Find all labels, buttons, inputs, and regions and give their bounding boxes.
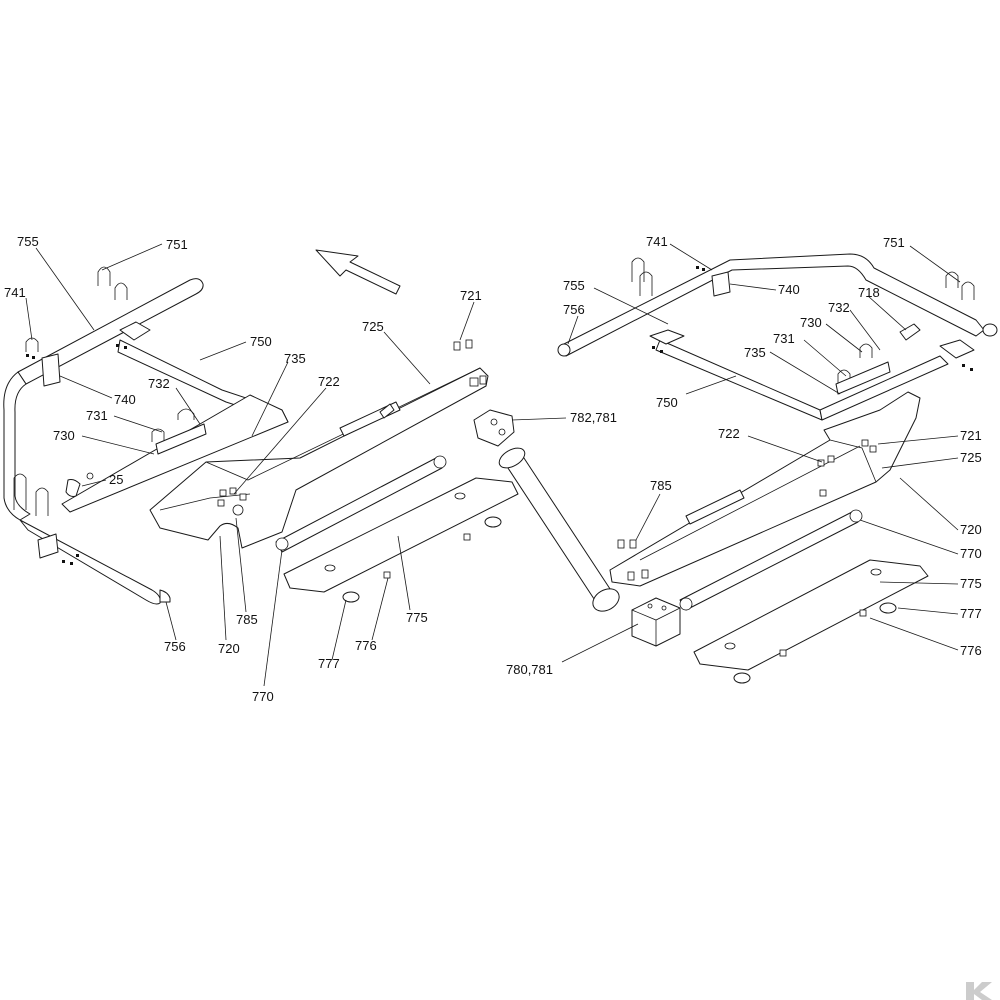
label-775-right: 775 bbox=[960, 576, 982, 591]
brand-logo-icon bbox=[966, 982, 992, 1000]
label-740-right: 740 bbox=[778, 282, 800, 297]
label-735-right: 735 bbox=[744, 345, 766, 360]
label-782-781: 782,781 bbox=[570, 410, 617, 425]
right-frame-tube bbox=[557, 253, 998, 357]
label-725-left: 725 bbox=[362, 319, 384, 334]
label-732-right: 732 bbox=[828, 300, 850, 315]
label-725-right: 725 bbox=[960, 450, 982, 465]
right-brackets bbox=[711, 271, 921, 395]
right-knife-plate-775 bbox=[693, 559, 929, 684]
label-731-right: 731 bbox=[773, 331, 795, 346]
label-735-left: 735 bbox=[284, 351, 306, 366]
label-718: 718 bbox=[858, 285, 880, 300]
left-drive-shaft-770 bbox=[275, 455, 447, 553]
left-knife-plate-775 bbox=[283, 477, 519, 603]
leader-lines bbox=[25, 243, 961, 687]
right-hardware bbox=[652, 266, 973, 371]
label-751-right: 751 bbox=[883, 235, 905, 250]
center-pto-shaft bbox=[498, 447, 620, 612]
label-722-right: 722 bbox=[718, 426, 740, 441]
label-777-left: 777 bbox=[318, 656, 340, 671]
label-755-right: 755 bbox=[563, 278, 585, 293]
label-720-right: 720 bbox=[960, 522, 982, 537]
label-740-left: 740 bbox=[114, 392, 136, 407]
label-785-right: 785 bbox=[650, 478, 672, 493]
label-756-right: 756 bbox=[563, 302, 585, 317]
label-722-left: 722 bbox=[318, 374, 340, 389]
label-775-left: 775 bbox=[406, 610, 428, 625]
label-776-left: 776 bbox=[355, 638, 377, 653]
label-731-left: 731 bbox=[86, 408, 108, 423]
label-721-right: 721 bbox=[960, 428, 982, 443]
label-741-right: 741 bbox=[646, 234, 668, 249]
label-770-left: 770 bbox=[252, 689, 274, 704]
label-730-right: 730 bbox=[800, 315, 822, 330]
left-brackets bbox=[37, 353, 207, 603]
labels-left: 755 751 741 750 735 740 732 731 730 25 7… bbox=[4, 234, 617, 704]
labels-right: 741 751 755 756 740 732 718 730 731 735 … bbox=[506, 234, 982, 677]
left-u-bolts bbox=[13, 266, 195, 516]
label-720-left: 720 bbox=[218, 641, 240, 656]
left-hardware bbox=[26, 344, 127, 565]
right-gearbox-780 bbox=[631, 597, 681, 647]
label-750-right: 750 bbox=[656, 395, 678, 410]
right-bolts-722-785 bbox=[617, 439, 877, 581]
label-755-left: 755 bbox=[17, 234, 39, 249]
left-gearbox-782 bbox=[473, 409, 515, 447]
label-770-right: 770 bbox=[960, 546, 982, 561]
label-780-781: 780,781 bbox=[506, 662, 553, 677]
left-main-beam-720 bbox=[149, 367, 489, 549]
right-u-bolts bbox=[631, 257, 975, 384]
label-721-left: 721 bbox=[460, 288, 482, 303]
direction-arrow-icon bbox=[315, 249, 401, 295]
label-732-left: 732 bbox=[148, 376, 170, 391]
label-756-left: 756 bbox=[164, 639, 186, 654]
label-785-left: 785 bbox=[236, 612, 258, 627]
left-bolts-722-785 bbox=[217, 339, 487, 516]
label-750-left: 750 bbox=[250, 334, 272, 349]
label-730-left: 730 bbox=[53, 428, 75, 443]
label-25: 25 bbox=[109, 472, 123, 487]
right-cross-frame-750 bbox=[649, 329, 975, 421]
label-777-right: 777 bbox=[960, 606, 982, 621]
left-cross-frame-750 bbox=[61, 321, 289, 513]
right-drive-shaft-770 bbox=[679, 509, 863, 611]
label-741-left: 741 bbox=[4, 285, 26, 300]
label-751-left: 751 bbox=[166, 237, 188, 252]
label-776-right: 776 bbox=[960, 643, 982, 658]
